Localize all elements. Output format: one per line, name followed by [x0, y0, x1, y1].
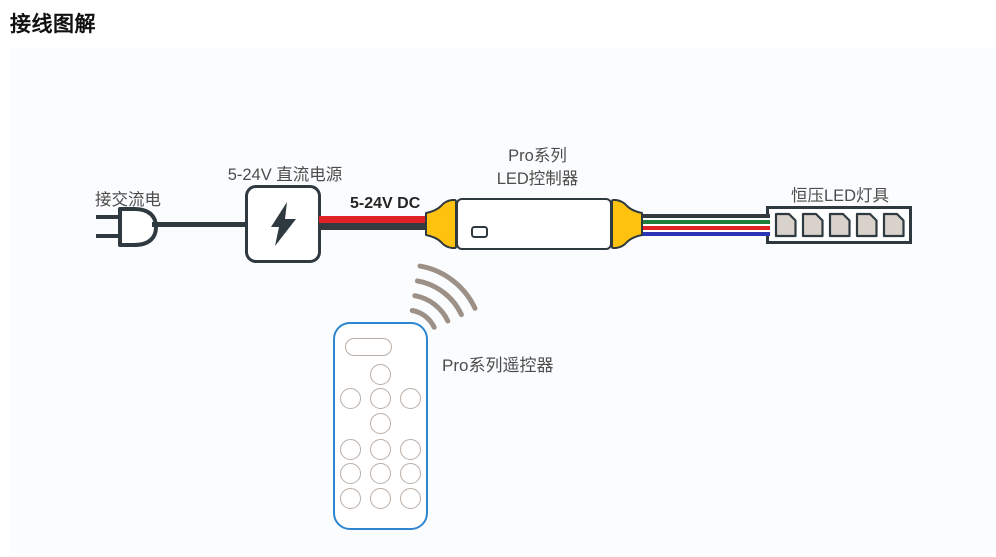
remote-button	[369, 412, 391, 434]
remote-button	[339, 387, 361, 409]
led-chip	[828, 212, 851, 238]
dc-wire-black-stripe	[319, 223, 433, 230]
diagram-panel	[10, 48, 996, 553]
ribbon-black-wire	[640, 214, 770, 218]
remote-power-button	[345, 338, 392, 356]
remote-button	[399, 462, 421, 484]
rgb-ribbon-wire	[640, 214, 770, 236]
remote-button	[339, 487, 361, 509]
remote-button	[369, 387, 391, 409]
remote-button	[369, 487, 391, 509]
led-chip	[882, 212, 905, 238]
controller-label-line2: LED控制器	[496, 170, 579, 189]
controller-body	[456, 198, 612, 250]
remote-button	[399, 387, 421, 409]
led-strip-label: 恒压LED灯具	[790, 187, 890, 205]
remote-button	[339, 462, 361, 484]
power-supply-box	[245, 185, 321, 263]
controller-label: Pro系列 LED控制器	[455, 145, 620, 191]
ac-wire	[152, 222, 248, 227]
ribbon-red-wire	[640, 226, 770, 230]
page-title: 接线图解	[10, 13, 96, 36]
remote-button	[399, 438, 421, 460]
remote-control	[333, 322, 428, 530]
led-chip	[801, 212, 824, 238]
remote-button	[369, 438, 391, 460]
led-chip	[774, 212, 797, 238]
controller-label-line1: Pro系列	[508, 147, 567, 165]
controller-connector-right	[610, 197, 644, 251]
dc-power-wire	[319, 216, 433, 230]
lightning-bolt-icon	[271, 202, 296, 246]
led-chip	[855, 212, 878, 238]
led-strip	[766, 206, 912, 244]
ac-plug-icon	[96, 207, 158, 247]
power-supply-label: 5-24V 直流电源	[227, 166, 343, 184]
remote-button	[369, 363, 391, 385]
remote-button	[339, 438, 361, 460]
dc-wire-red-stripe	[319, 216, 433, 223]
controller-connector-left	[424, 197, 458, 251]
remote-button	[369, 462, 391, 484]
wireless-signal-icon	[409, 263, 478, 330]
remote-label: Pro系列遥控器	[442, 356, 554, 375]
ribbon-blue-wire	[640, 232, 770, 236]
controller-button	[471, 226, 488, 238]
ac-input-label: 接交流电	[95, 191, 161, 209]
dc-wire-label: 5-24V DC	[350, 195, 421, 212]
remote-button	[399, 487, 421, 509]
ribbon-green-wire	[640, 220, 770, 224]
